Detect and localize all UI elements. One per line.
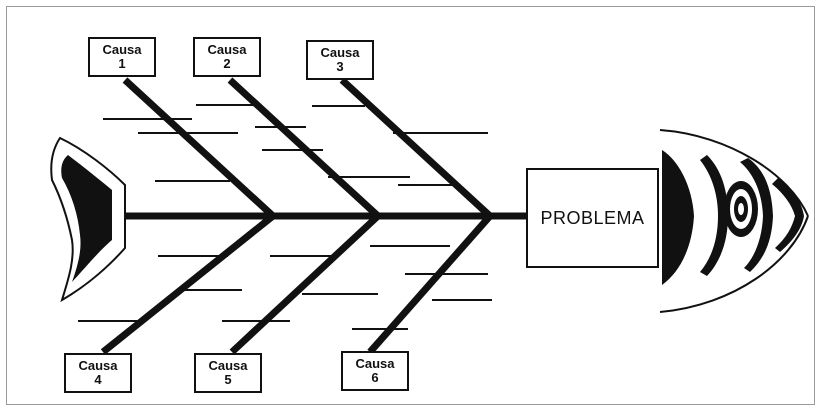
cause-box-4: Causa 4 [64, 353, 132, 393]
diagram-frame [6, 6, 815, 405]
cause-number: 3 [336, 59, 344, 74]
fish-head-stripe-2 [740, 158, 773, 272]
sub-branches [78, 104, 492, 330]
fish-head-top-curve [659, 129, 809, 217]
cause-number: 4 [94, 372, 102, 387]
cause-number: 5 [224, 372, 232, 387]
cause-title: Causa [208, 358, 248, 373]
cause-title: Causa [102, 42, 142, 57]
cause-box-6: Causa 6 [341, 351, 409, 391]
cause-box-3: Causa 3 [306, 40, 374, 80]
fish-tail-fill [61, 155, 112, 282]
fish-head-stripe-3 [772, 178, 804, 252]
fish-head-bottom-curve [659, 215, 809, 313]
cause-number: 6 [371, 370, 379, 385]
cause-title: Causa [207, 42, 247, 57]
cause-title: Causa [355, 356, 395, 371]
cause-number: 2 [223, 56, 231, 71]
bone-causa-1 [122, 77, 276, 219]
fish-head-gill [662, 150, 694, 285]
cause-box-2: Causa 2 [193, 37, 261, 77]
cause-number: 1 [118, 56, 126, 71]
bone-causa-3 [339, 77, 493, 219]
fish-tail-outline [50, 136, 126, 303]
problem-box: PROBLEMA [526, 168, 659, 268]
fish-eye-pupil [738, 203, 744, 215]
fish-head-stripe-1 [700, 155, 728, 276]
bone-causa-4 [100, 213, 276, 355]
problem-label: PROBLEMA [540, 207, 645, 228]
cause-title: Causa [320, 45, 360, 60]
cause-box-5: Causa 5 [194, 353, 262, 393]
bone-causa-2 [227, 77, 381, 219]
bone-causa-6 [367, 213, 493, 355]
cause-box-1: Causa 1 [88, 37, 156, 77]
cause-title: Causa [78, 358, 118, 373]
bone-causa-5 [229, 213, 381, 355]
